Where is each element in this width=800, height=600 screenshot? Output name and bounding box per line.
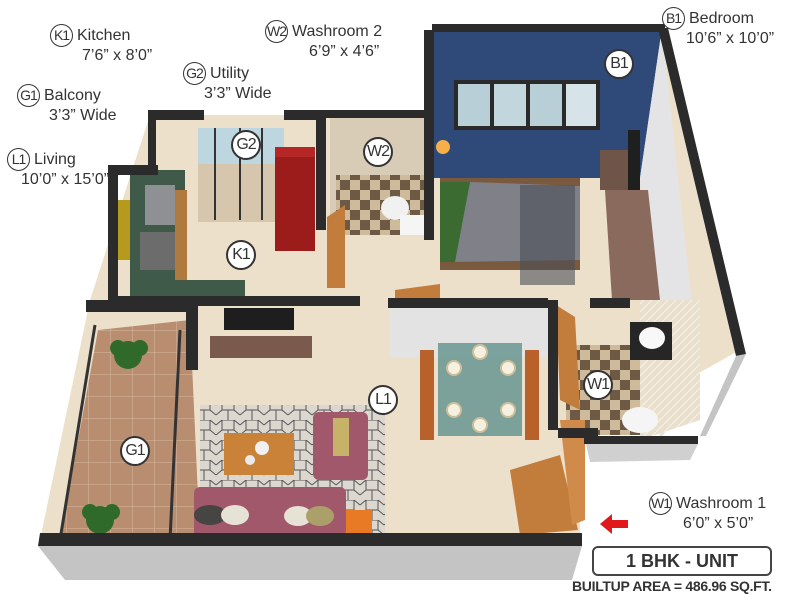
legend-room-name: Utility <box>210 65 250 82</box>
legend-room-name: Washroom 2 <box>292 23 383 40</box>
room-tag-l1: L1 <box>368 385 398 415</box>
outer-wall-right <box>700 354 746 436</box>
legend-room-size: 10’0” x 15’0” <box>21 171 110 188</box>
legend-code: L1 <box>7 148 30 171</box>
builtup-area-text: BUILTUP AREA = 486.96 SQ.FT. <box>572 578 772 594</box>
legend-room-size: 10’6” x 10’0” <box>686 30 775 47</box>
legend-room-size: 3’3” Wide <box>204 85 272 102</box>
legend-room-name: Kitchen <box>77 27 131 44</box>
legend-code: B1 <box>662 7 685 30</box>
room-tag-g1: G1 <box>120 436 150 466</box>
room-tag-g2: G2 <box>231 130 261 160</box>
legend-code: K1 <box>50 24 73 47</box>
legend-code: W2 <box>265 20 288 43</box>
room-tag-b1: B1 <box>604 49 634 79</box>
room-tag-k1: K1 <box>226 240 256 270</box>
legend-room-size: 7’6” x 8’0” <box>82 47 153 64</box>
room-tag-w1: W1 <box>583 370 613 400</box>
legend-room-name: Washroom 1 <box>676 495 767 512</box>
legend-room-name: Bedroom <box>689 10 754 27</box>
legend-code: G1 <box>17 84 40 107</box>
outer-wall-front <box>38 546 582 580</box>
legend-room-size: 6’9” x 4’6” <box>309 43 380 60</box>
room-tag-w2: W2 <box>363 137 393 167</box>
legend-room-name: Living <box>34 151 76 168</box>
legend-room-size: 6’0” x 5’0” <box>683 515 754 532</box>
legend-code: G2 <box>183 62 206 85</box>
legend-room-size: 3’3” Wide <box>49 107 117 124</box>
entrance-arrow-icon <box>600 514 628 534</box>
legend-code: W1 <box>649 492 672 515</box>
legend-room-name: Balcony <box>44 87 101 104</box>
unit-type-badge: 1 BHK - UNIT <box>592 546 772 576</box>
